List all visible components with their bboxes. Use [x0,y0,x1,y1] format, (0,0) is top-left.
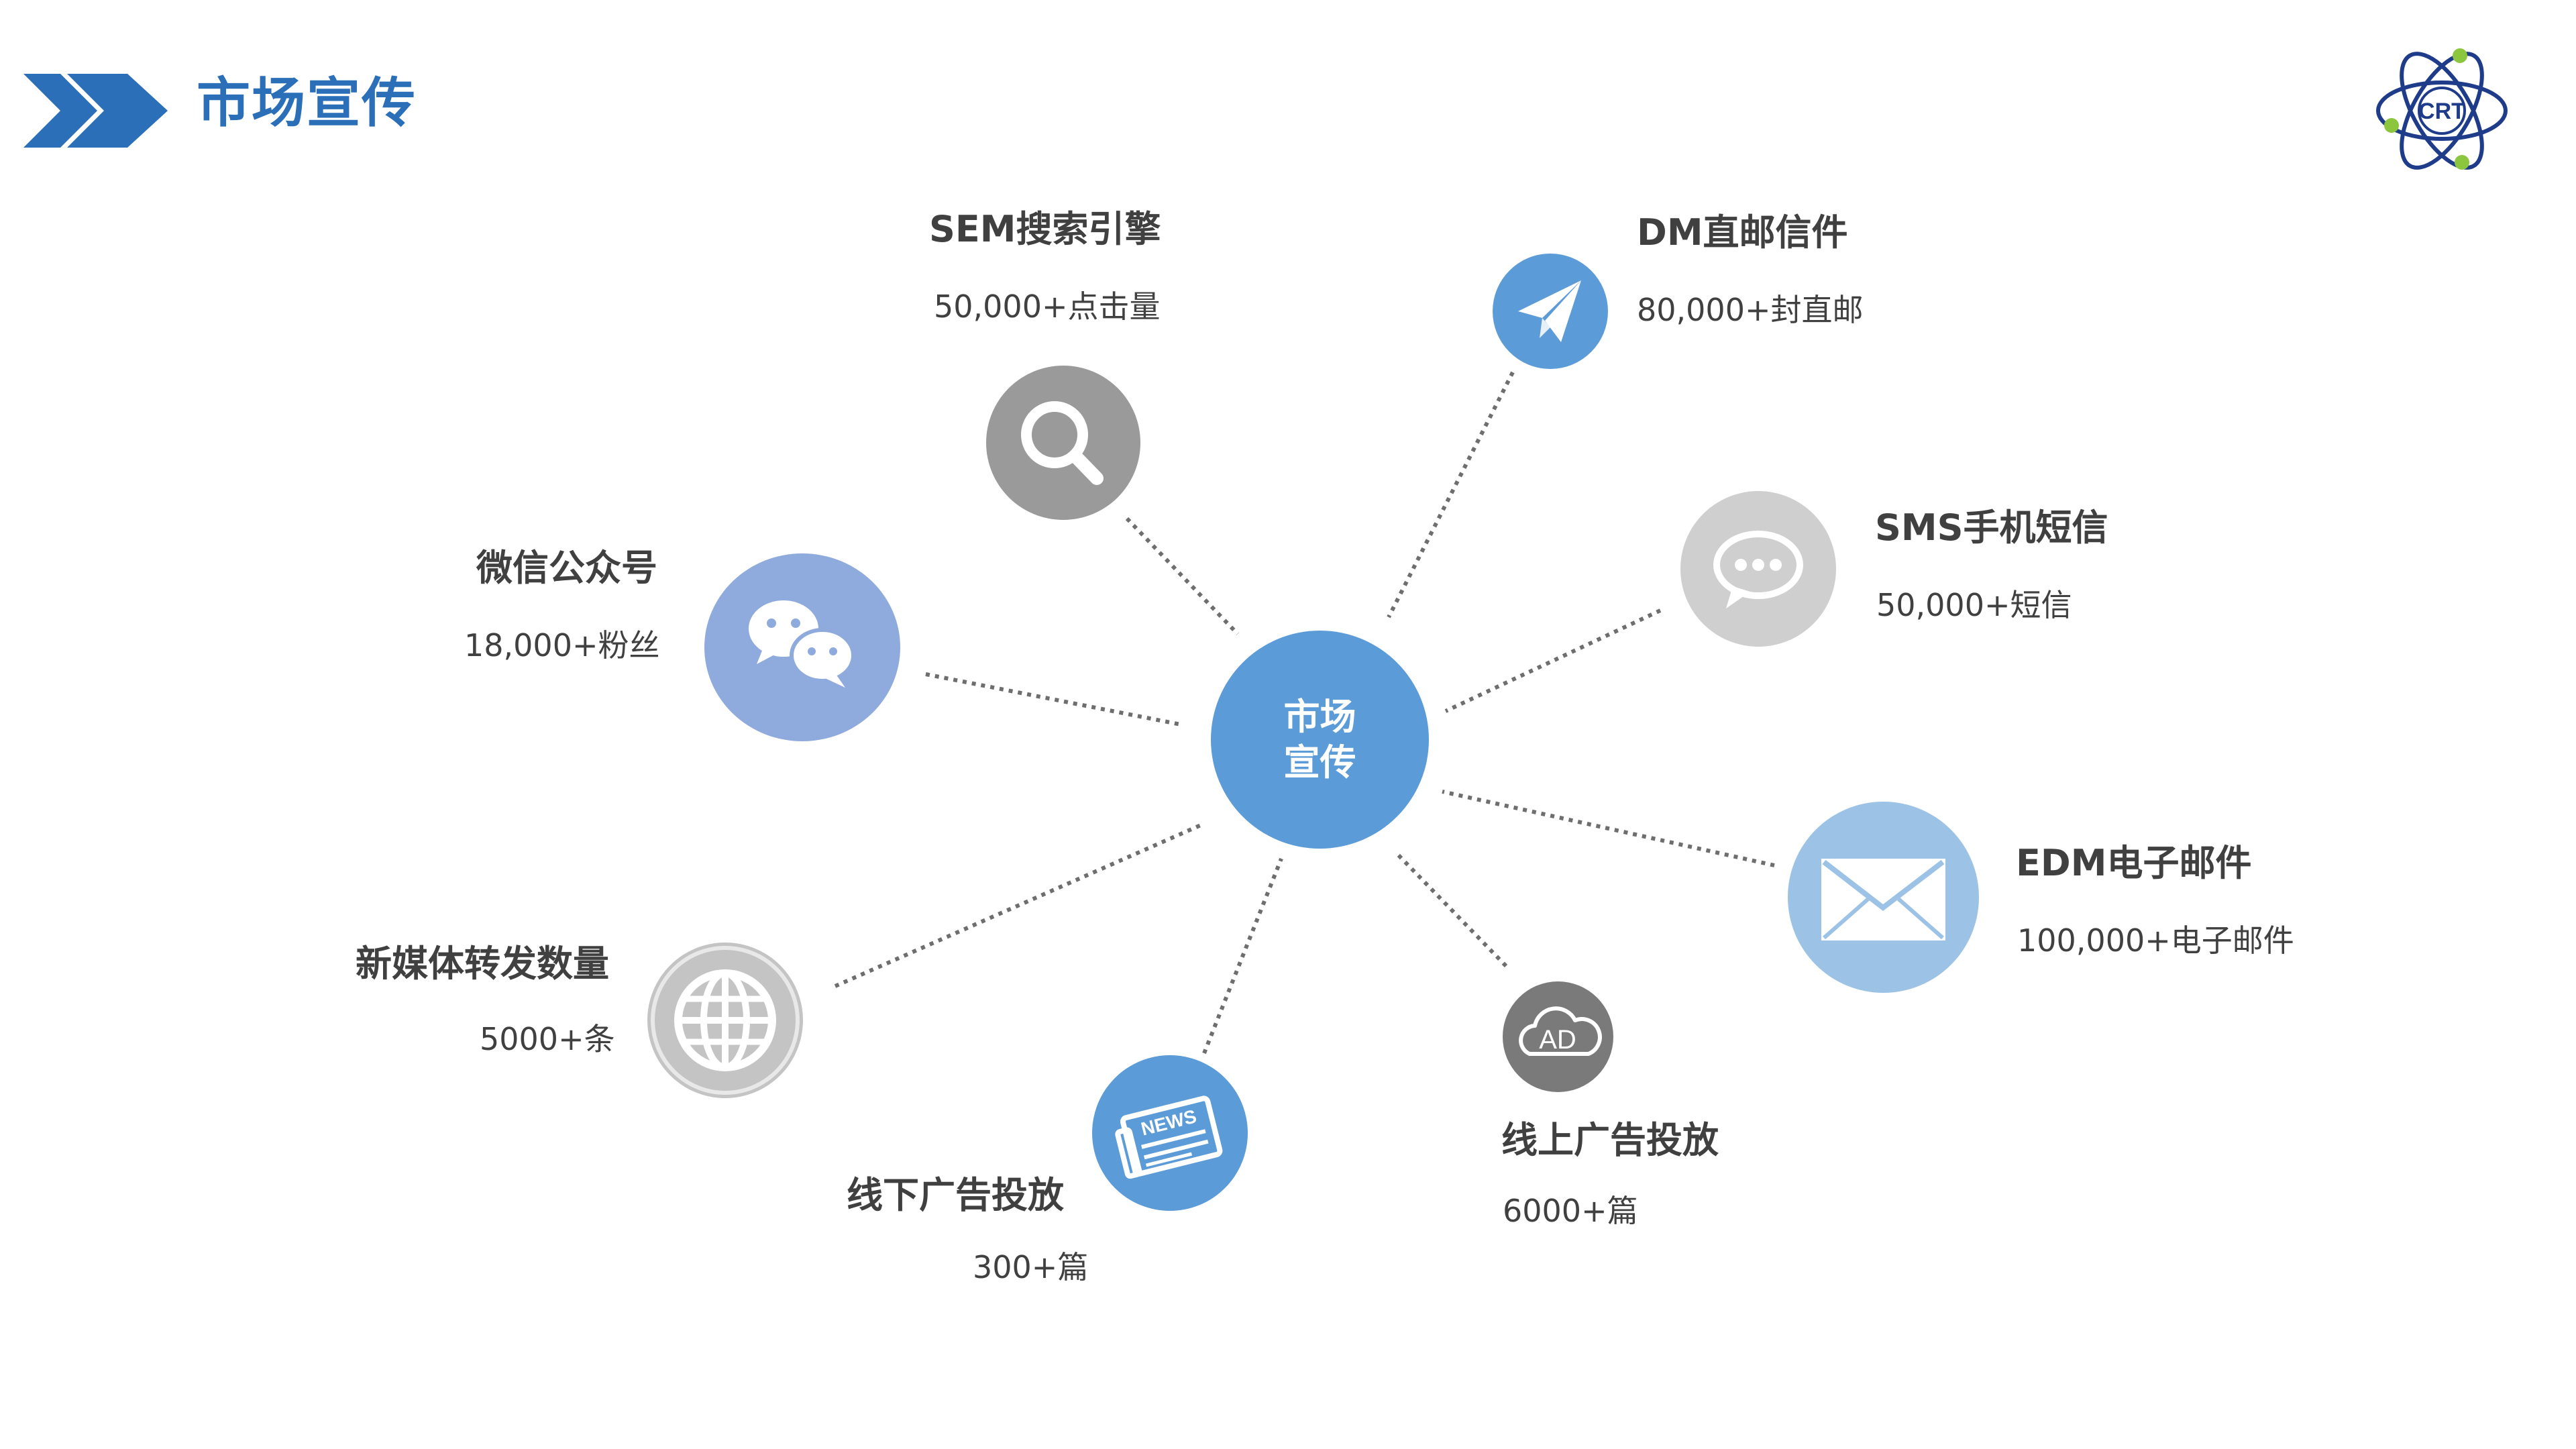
online-ad-title: 线上广告投放 [1501,1119,1719,1161]
edm-node [1788,802,1979,993]
online-ad-stat: 6000+篇 [1503,1193,1638,1229]
connector-sem [1125,517,1240,636]
online-ad-node: AD [1503,981,1613,1092]
logo-text: CRT [2418,99,2465,124]
paper-plane-icon [1518,280,1581,342]
connector-wechat [925,672,1181,727]
globe-icon [651,946,800,1095]
connector-sms [1444,608,1662,713]
page-title: 市场宣传 [197,72,417,134]
wechat-title: 微信公众号 [476,547,657,589]
offline-ad-title: 线下广告投放 [847,1174,1064,1216]
connector-offline-ad [1202,857,1283,1055]
atom-logo-icon: CRT [2376,48,2508,170]
chat-bubble-icon [1713,531,1803,608]
search-icon [1021,401,1104,485]
new-media-stat: 5000+条 [480,1021,615,1057]
crt-logo: CRT [2371,44,2512,178]
new-media-title: 新媒体转发数量 [356,943,609,985]
sms-stat: 50,000+短信 [1876,587,2072,623]
dm-stat: 80,000+封直邮 [1637,292,1864,328]
edm-stat: 100,000+电子邮件 [2017,922,2294,959]
ad-cloud-icon: AD [1519,1006,1602,1056]
newspaper-icon: NEWS [1115,1095,1223,1179]
edm-title: EDM电子邮件 [2016,842,2252,884]
envelope-icon [1821,859,1945,941]
wechat-icon [749,600,855,688]
dm-node [1493,254,1608,369]
wechat-stat: 18,000+粉丝 [464,627,660,663]
sms-title: SMS手机短信 [1875,506,2108,549]
online-ad-badge: AD [1539,1025,1576,1055]
connector-new-media [834,823,1202,988]
connector-online-ad [1393,850,1508,968]
center-hub: 市场 宣传 [1211,631,1429,849]
sem-title: SEM搜索引擎 [929,208,1161,250]
connector-dm [1387,371,1515,619]
new-media-node [647,943,803,1098]
center-line-1: 市场 [1283,696,1356,738]
sem-node [986,366,1140,520]
header-chevron-icon [23,74,168,148]
wechat-node [704,553,900,741]
dm-title: DM直邮信件 [1637,211,1848,254]
connector-edm [1442,790,1775,867]
center-line-2: 宣传 [1283,741,1356,784]
offline-ad-node: NEWS [1092,1055,1248,1211]
sem-stat: 50,000+点击量 [934,288,1161,325]
sms-node [1680,491,1836,647]
offline-ad-stat: 300+篇 [973,1249,1089,1285]
